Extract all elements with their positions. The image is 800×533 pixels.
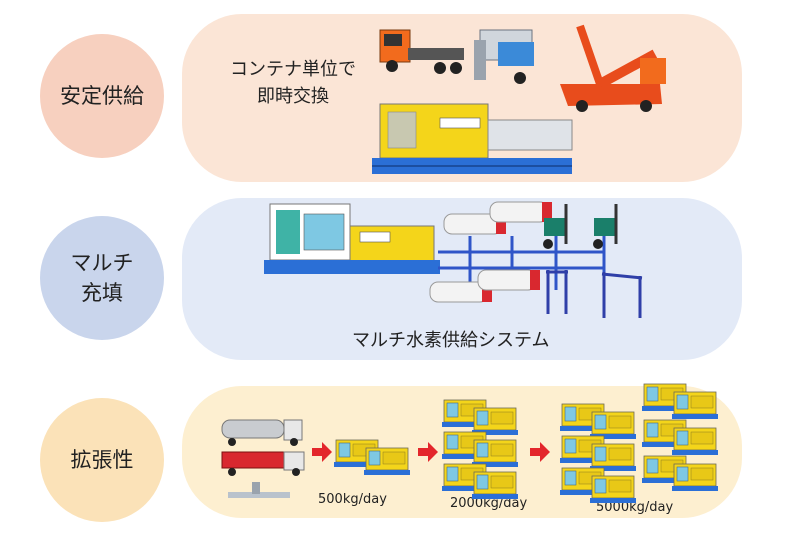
tractor-truck-icon: [379, 29, 464, 74]
container-module-icon: [589, 411, 637, 440]
hydrogen-pipe-network: [438, 236, 606, 290]
row-supply-label: 安定供給: [40, 34, 164, 158]
capacity-500: 500kg/day: [318, 492, 387, 507]
container-module-icon: [671, 427, 719, 456]
tank-truck-icon: [221, 419, 303, 446]
hydrogen-container-large-icon: [372, 103, 573, 174]
multi-caption: マルチ水素供給システム: [352, 330, 550, 351]
tube-trailer-icon: [477, 269, 541, 291]
container-module-icon: [589, 443, 637, 472]
crane-truck-icon: [560, 24, 666, 112]
forklift-lift-icon: [474, 29, 534, 84]
container-module-icon: [671, 463, 719, 492]
arrow-icon: [312, 442, 332, 462]
capacity-5000: 5000kg/day: [596, 500, 674, 515]
gantry-crane-icon: [546, 270, 568, 314]
tube-trailer-icon: [489, 201, 553, 223]
arrow-icon: [418, 442, 438, 462]
capacity-2000: 2000kg/day: [450, 496, 528, 511]
container-module-icon: [471, 471, 519, 500]
container-module-icon: [471, 407, 519, 436]
supply-caption: コンテナ単位で 即時交換: [230, 59, 356, 107]
forklift-icon: [593, 204, 618, 249]
tube-trailer-truck-icon: [221, 451, 305, 476]
container-module-icon: [589, 475, 637, 504]
multi-supply-container-icon: [264, 203, 440, 274]
pipeline-icon: [228, 482, 290, 498]
container-module-icon: [671, 391, 719, 420]
row-scalability-label: 拡張性: [40, 398, 164, 522]
row-multi-label: マルチ 充填: [40, 216, 164, 340]
gantry-crane-icon: [601, 272, 643, 318]
arrow-icon: [530, 442, 550, 462]
container-module-icon: [363, 447, 411, 476]
forklift-icon: [543, 204, 568, 249]
container-module-icon: [471, 439, 519, 468]
